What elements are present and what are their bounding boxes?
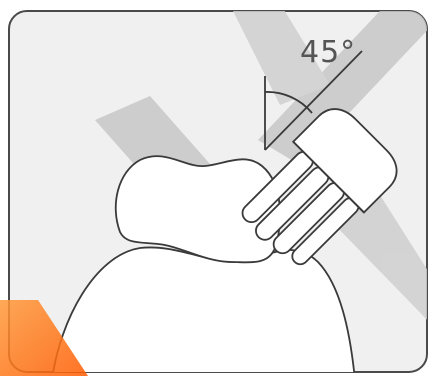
- brush-head-body: [291, 108, 398, 214]
- angled-reference-line: [264, 50, 363, 151]
- angle-label: 45°: [300, 35, 356, 70]
- brush-head-edge: [292, 141, 365, 214]
- watermark-accent: [0, 300, 88, 376]
- toothbrush-head: [241, 108, 398, 266]
- angle-arc: [264, 91, 313, 114]
- watermark-stripe-top: [225, 11, 330, 105]
- watermark-stripe-right: [258, 11, 427, 165]
- watermark-stripe-bottom: [330, 195, 427, 330]
